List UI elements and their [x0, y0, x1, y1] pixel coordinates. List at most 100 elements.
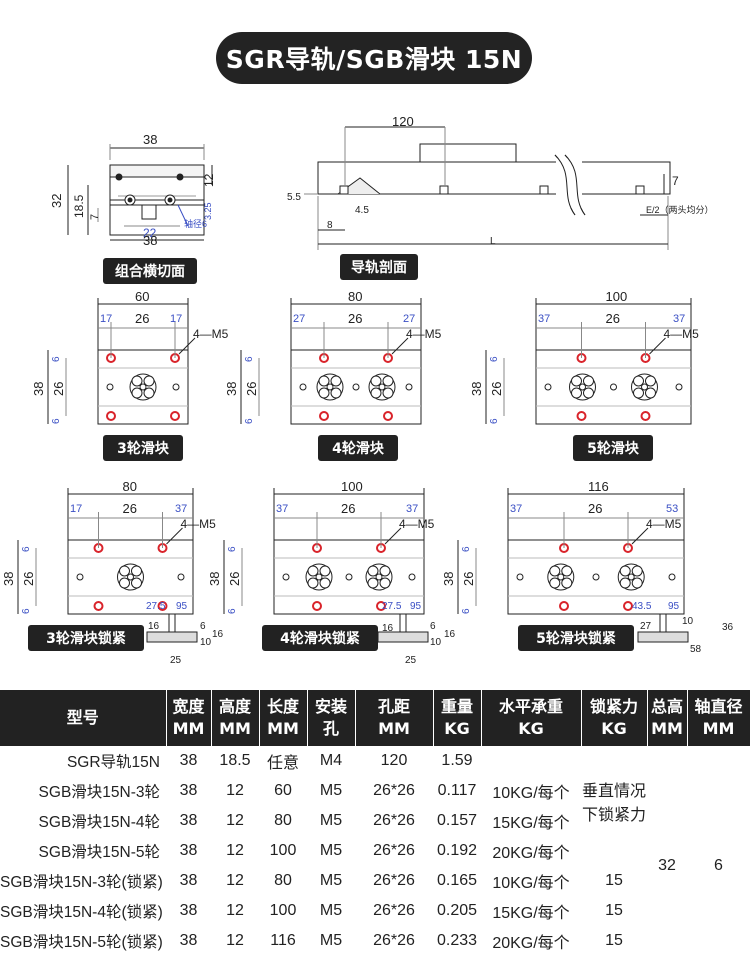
side-hole [106, 383, 114, 391]
dimension-label: 4—M5 [180, 517, 216, 531]
header-text: MM [172, 719, 205, 738]
header-text: 孔距 [377, 697, 410, 716]
wheel-bearing [382, 375, 394, 387]
caption-cross-section: 组合横切面 [103, 258, 197, 284]
m5-leader [391, 337, 409, 355]
side-hole [76, 573, 84, 581]
table-cell: 18.5 [219, 752, 251, 769]
dimension-label: 95 [410, 601, 422, 612]
side-hole [668, 573, 676, 581]
m5-leader [649, 337, 666, 355]
dimension-label: 26 [122, 501, 137, 516]
dimension-label: 17 [100, 313, 113, 325]
table-cell: 38 [179, 872, 198, 889]
model-cell: SGB滑块15N-5轮 [38, 844, 160, 861]
wheel-bearing [131, 375, 143, 387]
dimension-label: 26 [244, 381, 259, 396]
table-cell: 26*26 [373, 842, 415, 859]
dimension-label: 轴径6 [184, 219, 208, 229]
dimension-label: 38 [224, 381, 239, 396]
m5-hole [623, 601, 633, 611]
table-cell: 116 [270, 932, 296, 949]
wheel-bearing [645, 375, 656, 387]
wheel-bearing [379, 577, 391, 589]
dimension-label: 100 [341, 479, 363, 494]
lock-knob [146, 631, 198, 643]
lock-stem [659, 613, 667, 633]
table-cell: 80 [274, 872, 292, 889]
m5-hole [383, 411, 393, 421]
wheel-bearing [367, 577, 379, 589]
m5-hole [559, 601, 569, 611]
lock-force-cell: 15 [605, 872, 623, 889]
wheel-hub [139, 383, 147, 391]
wheel-hub [579, 383, 586, 391]
table-cell: 15KG/每个 [492, 905, 570, 922]
dimension-label: 27 [293, 313, 306, 325]
dimension-label: 4—M5 [193, 327, 229, 341]
side-hole [282, 573, 290, 581]
table-cell: 12 [226, 782, 244, 799]
wheel-bearing [131, 577, 142, 589]
dimension-label: 26 [489, 381, 504, 396]
wheel-bearing [318, 375, 330, 387]
header-text: 水平承重 [498, 697, 563, 716]
table-cell: 0.117 [437, 782, 477, 799]
dimension-label: 25 [405, 655, 417, 666]
wheel-bearing [307, 565, 319, 577]
dimension-label: 6 [244, 356, 255, 362]
header-text: 重量 [440, 697, 473, 716]
header-text: MM [651, 719, 683, 738]
dimension-label: E/2（两头均分） [646, 205, 714, 215]
table-cell: 20KG/每个 [492, 935, 570, 952]
dimension-label: 80 [348, 289, 363, 304]
caption-lock-4: 4轮滑块锁紧 [262, 625, 378, 651]
wheel-bearing [319, 565, 331, 577]
header-text: 高度 [218, 697, 251, 716]
dimension-label: 25 [170, 655, 182, 666]
axle-diameter-cell: 6 [714, 857, 723, 874]
dimension-label: 7 [89, 213, 101, 220]
dimension-label: 4—M5 [646, 517, 682, 531]
wheel-bearing [645, 387, 656, 399]
table-cell: 12 [226, 842, 244, 859]
wheel-bearing [131, 565, 142, 577]
dimension-label: 100 [605, 289, 628, 304]
dimension-label: 26 [461, 571, 476, 586]
dimension-label: 6 [461, 608, 472, 614]
dimension-label: 16 [212, 629, 224, 640]
wheel-bearing [583, 375, 594, 387]
dimension-label: 6 [51, 418, 62, 424]
wheel-bearing [571, 375, 582, 387]
dimension-label: 37 [538, 313, 551, 325]
lock-stem [168, 613, 176, 633]
dimension-label: 27 [403, 313, 416, 325]
dimension-label: 3.25 [203, 202, 213, 220]
wheel-bearing [143, 375, 155, 387]
table-cell: 26*26 [373, 932, 415, 949]
dimension-label: 22 [143, 226, 157, 240]
wheel-bearing [318, 387, 330, 399]
dimension-label: 95 [176, 601, 188, 612]
table-cell: M5 [319, 902, 343, 919]
wheel-bearing [633, 387, 644, 399]
dimension-label: 116 [588, 479, 609, 494]
dimension-label: 38 [469, 381, 484, 396]
dimension-label: 37 [175, 503, 188, 515]
lock-force-cell: 15 [605, 932, 623, 949]
wheel-hub [326, 383, 334, 391]
table-cell: M5 [319, 872, 343, 889]
dimension-label: 4—M5 [399, 517, 435, 531]
wheel-bearing [549, 577, 561, 589]
dimension-label: 37 [510, 503, 523, 515]
table-cell: 20KG/每个 [492, 845, 570, 862]
